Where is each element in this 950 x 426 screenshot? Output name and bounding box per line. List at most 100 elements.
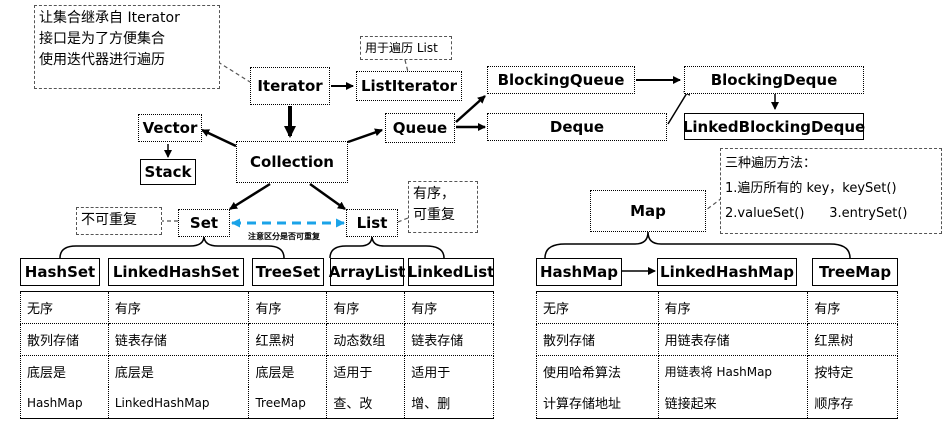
linkedhashset-label: LinkedHashSet bbox=[112, 263, 240, 281]
map-brace bbox=[544, 231, 851, 259]
linkedhashmap-node: LinkedHashMap bbox=[657, 258, 797, 286]
treemap-node: TreeMap bbox=[812, 258, 898, 286]
table-row: 计算存储地址 链接起来 顺序存 bbox=[536, 387, 898, 419]
iterator-note-leader bbox=[217, 61, 251, 83]
table-row: HashMap LinkedHashMap TreeMap 查、改 增、删 bbox=[20, 387, 494, 419]
table-row: 底层是 底层是 底层是 适用于 适用于 bbox=[20, 355, 494, 387]
list-label: List bbox=[356, 214, 388, 232]
linkedhashset-node: LinkedHashSet bbox=[108, 258, 244, 286]
table-cell: 散列存储 bbox=[536, 323, 659, 356]
table-cell: 使用哈希算法 bbox=[536, 355, 659, 387]
blockingqueue-label: BlockingQueue bbox=[497, 71, 625, 89]
table-cell: 红黑树 bbox=[248, 323, 328, 356]
queue-label: Queue bbox=[392, 119, 448, 137]
list-note-line-2: 可重复 bbox=[413, 207, 455, 223]
arrow-collection-list bbox=[309, 182, 346, 211]
arrow-queue-blockingqueue bbox=[455, 95, 486, 123]
arrow-collection-queue bbox=[347, 128, 383, 144]
linkedblockingdeque-node: LinkedBlockingDeque bbox=[683, 113, 865, 140]
vector-label: Vector bbox=[142, 119, 198, 137]
list-note-line-1: 有序， bbox=[413, 186, 455, 202]
listiterator-node: ListIterator bbox=[356, 71, 462, 101]
collection-node: Collection bbox=[236, 141, 348, 183]
collection-label: Collection bbox=[250, 153, 334, 171]
table-cell: 底层是 bbox=[107, 355, 250, 387]
table-cell: 有序 bbox=[657, 291, 809, 324]
iterator-note-line-3: 使用迭代器进行遍历 bbox=[39, 52, 165, 68]
list-brace bbox=[329, 235, 445, 259]
table-cell: 有序 bbox=[807, 291, 898, 324]
table-cell: 散列存储 bbox=[20, 323, 109, 356]
iterator-note: 让集合继承自 Iterator 接口是为了方便集合 使用迭代器进行遍历 bbox=[34, 5, 220, 89]
set-node: Set bbox=[178, 209, 230, 237]
stack-node: Stack bbox=[140, 159, 196, 185]
table-cell: 有序 bbox=[107, 291, 250, 324]
iterator-note-line-1: 让集合继承自 Iterator bbox=[39, 10, 180, 26]
deque-label: Deque bbox=[549, 118, 605, 136]
set-note-text: 不可重复 bbox=[81, 212, 137, 228]
list-note: 有序， 可重复 bbox=[408, 181, 478, 233]
map-node: Map bbox=[590, 190, 706, 232]
iterator-note-line-2: 接口是为了方便集合 bbox=[39, 31, 165, 47]
table-cell: 适用于 bbox=[326, 355, 406, 387]
queue-node: Queue bbox=[385, 113, 455, 143]
table-cell: 无序 bbox=[20, 291, 109, 324]
table-cell: HashMap bbox=[20, 387, 109, 419]
listiterator-label: ListIterator bbox=[360, 77, 458, 95]
table-cell: 按特定 bbox=[807, 355, 898, 387]
hashset-label: HashSet bbox=[24, 263, 96, 281]
list-node: List bbox=[346, 209, 398, 237]
map-note-line-1: 三种遍历方法： bbox=[725, 156, 817, 171]
linkedlist-node: LinkedList bbox=[408, 258, 494, 286]
treemap-label: TreeMap bbox=[818, 263, 892, 281]
linkedhashmap-label: LinkedHashMap bbox=[660, 263, 794, 281]
stack-label: Stack bbox=[144, 163, 192, 181]
table-row: 使用哈希算法 用链表将 HashMap 按特定 bbox=[536, 355, 898, 387]
table-cell: 顺序存 bbox=[807, 387, 898, 419]
iterator-label: Iterator bbox=[257, 77, 323, 95]
hashmap-label: HashMap bbox=[539, 263, 619, 281]
linkedlist-label: LinkedList bbox=[407, 263, 495, 281]
table-cell: 有序 bbox=[248, 291, 328, 324]
iterator-node: Iterator bbox=[250, 67, 330, 105]
set-note: 不可重复 bbox=[76, 207, 162, 235]
map-label: Map bbox=[630, 202, 666, 220]
table-cell: 有序 bbox=[404, 291, 494, 324]
table-cell: 动态数组 bbox=[326, 323, 406, 356]
deque-node: Deque bbox=[487, 113, 667, 141]
table-row: 散列存储 链表存储 红黑树 动态数组 链表存储 bbox=[20, 323, 494, 356]
table-cell: 用链表存储 bbox=[657, 323, 809, 356]
arraylist-label: ArrayList bbox=[328, 263, 406, 281]
set-label: Set bbox=[189, 214, 219, 232]
hashmap-node: HashMap bbox=[536, 258, 622, 286]
table-cell: 底层是 bbox=[20, 355, 109, 387]
collection-properties-table: 无序 有序 有序 有序 有序 散列存储 链表存储 红黑树 动态数组 链表存储 底… bbox=[20, 291, 494, 419]
blockingdeque-label: BlockingDeque bbox=[710, 71, 838, 89]
table-row: 散列存储 用链表存储 红黑树 bbox=[536, 323, 898, 356]
vector-node: Vector bbox=[138, 114, 202, 142]
hashset-node: HashSet bbox=[20, 258, 100, 286]
listiterator-note: 用于遍历 List bbox=[360, 36, 452, 60]
listiterator-note-leader bbox=[404, 59, 409, 73]
table-cell: 计算存储地址 bbox=[536, 387, 659, 419]
arraylist-node: ArrayList bbox=[328, 258, 406, 286]
map-note: 三种遍历方法： 1.遍历所有的 key，keySet() 2.valueSet(… bbox=[720, 148, 942, 234]
treeset-node: TreeSet bbox=[252, 258, 324, 286]
table-cell: LinkedHashMap bbox=[107, 387, 250, 419]
map-note-line-2: 1.遍历所有的 key，keySet() bbox=[725, 181, 897, 196]
map-note-line-3: 2.valueSet() 3.entrySet() bbox=[725, 206, 908, 221]
table-cell: 链表存储 bbox=[107, 323, 250, 356]
set-list-note: 注意区分是否可重复 bbox=[248, 231, 320, 242]
arrow-deque-blockingdeque bbox=[667, 87, 691, 125]
table-cell: 有序 bbox=[326, 291, 406, 324]
map-properties-table: 无序 有序 有序 散列存储 用链表存储 红黑树 使用哈希算法 用链表将 Hash… bbox=[536, 291, 898, 419]
table-cell: 适用于 bbox=[404, 355, 494, 387]
table-cell: TreeMap bbox=[248, 387, 328, 419]
table-cell: 红黑树 bbox=[807, 323, 898, 356]
blockingdeque-node: BlockingDeque bbox=[684, 66, 864, 94]
table-cell: 链接起来 bbox=[657, 387, 809, 419]
table-cell: 无序 bbox=[536, 291, 659, 324]
table-cell: 底层是 bbox=[248, 355, 328, 387]
table-row: 无序 有序 有序 bbox=[536, 291, 898, 324]
